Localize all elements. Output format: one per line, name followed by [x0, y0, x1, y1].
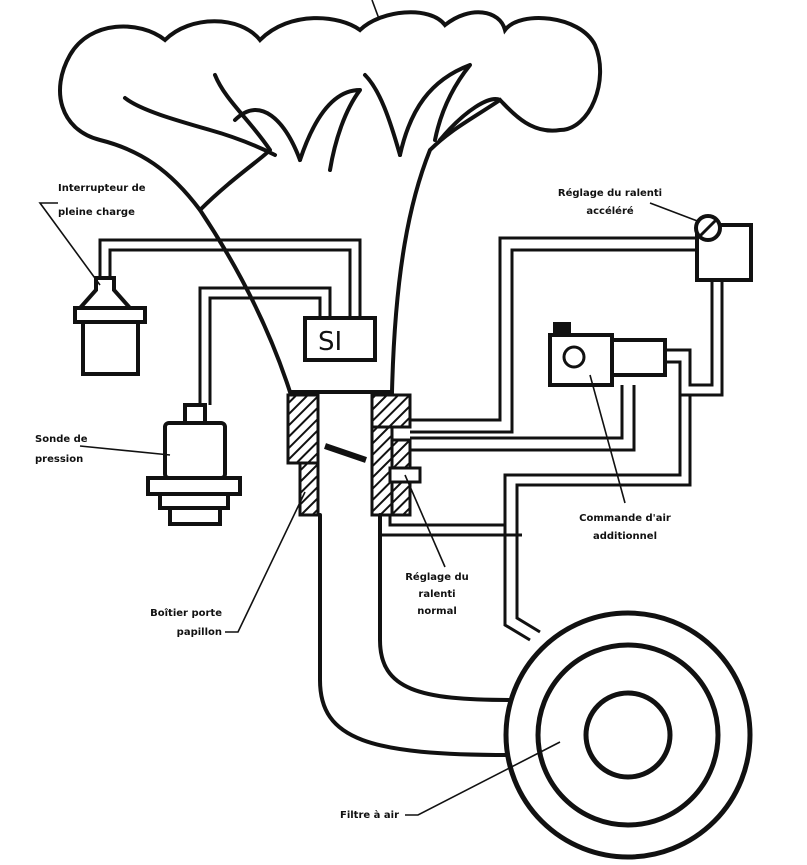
leader-full-load — [38, 202, 101, 286]
leader-fast-idle — [649, 202, 701, 223]
si-unit: SI — [303, 316, 377, 362]
air-filter — [503, 610, 753, 860]
leader-pressure — [79, 445, 171, 456]
throttle-plate — [324, 443, 367, 463]
label-normal-idle-1: Réglage du — [405, 571, 469, 583]
label-fast-idle-1: Réglage du ralenti — [558, 187, 662, 199]
label-full-load-2: pleine charge — [58, 207, 135, 218]
intake-manifold — [58, 10, 603, 394]
label-aux-air-1: Commande d'air — [579, 513, 671, 524]
leader-throttle-body — [225, 491, 306, 633]
label-normal-idle-2: ralenti — [418, 589, 455, 600]
leader-air-filter — [405, 741, 561, 816]
fast-idle-unit — [694, 214, 753, 282]
label-aux-air-2: additionnel — [593, 531, 657, 542]
leader-normal-idle — [404, 474, 446, 568]
label-normal-idle-3: normal — [417, 606, 457, 617]
si-unit-label: SI — [318, 327, 342, 357]
label-pressure-2: pression — [35, 454, 83, 465]
pressure-sensor — [146, 403, 242, 526]
throttle-body — [286, 393, 422, 517]
aux-air-valve — [548, 322, 667, 387]
full-load-switch — [73, 276, 147, 376]
label-throttle-body-2: papillon — [177, 627, 222, 638]
label-air-filter: Filtre à air — [340, 809, 399, 821]
label-full-load-1: Interrupteur de — [58, 183, 146, 194]
label-throttle-body-1: Boîtier porte — [150, 607, 222, 619]
intake-duct — [318, 513, 512, 757]
label-fast-idle-2: accéléré — [586, 205, 634, 217]
label-pressure-1: Sonde de — [35, 434, 88, 445]
leader-aux-air — [589, 374, 626, 504]
